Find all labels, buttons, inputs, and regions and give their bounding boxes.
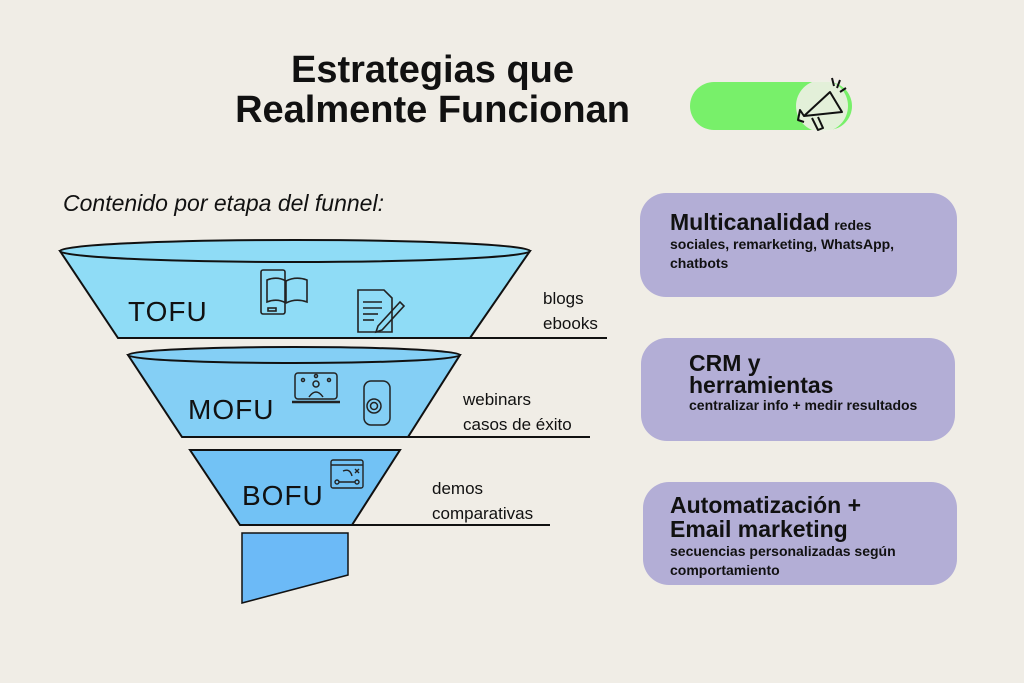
funnel-stage-tofu — [58, 239, 607, 339]
title-line-2: Realmente Funcionan — [235, 89, 630, 131]
funnel-stage-bofu — [188, 449, 550, 526]
megaphone-icon — [797, 77, 847, 131]
stage-label-mofu: MOFU — [188, 394, 275, 425]
funnel-subtitle: Contenido por etapa del funnel: — [63, 190, 384, 216]
phone-target-icon — [363, 380, 391, 426]
card-heading: Automatización + Email marketing — [670, 492, 862, 542]
card-text: secuencias personalizadas según comporta… — [670, 543, 896, 578]
icon-circle — [796, 80, 848, 132]
tofu-content: blogs ebooks — [543, 286, 598, 336]
content-item: casos de éxito — [463, 415, 572, 434]
megaphone-pill — [690, 77, 852, 132]
ebook-tablet-icon — [260, 269, 308, 315]
stage-label-bofu: BOFU — [242, 480, 324, 511]
strategy-card-automatizacion: Automatización + Email marketing secuenc… — [643, 482, 957, 585]
content-item: demos — [432, 479, 484, 498]
page-title: Estrategias que Realmente Funcionan — [200, 50, 665, 130]
content-item: ebooks — [543, 314, 598, 333]
content-item: blogs — [543, 289, 584, 308]
card-heading: CRM y herramientas — [689, 350, 834, 398]
stage-label-tofu: TOFU — [128, 296, 208, 327]
card-text: centralizar info + medir resultados — [689, 397, 918, 413]
document-pencil-icon — [357, 289, 406, 334]
card-text: redes sociales, remarketing, WhatsApp, c… — [670, 217, 895, 271]
content-item: webinars — [463, 390, 532, 409]
funnel-stem — [241, 532, 349, 604]
title-line-1: Estrategias que — [291, 49, 574, 91]
content-item: comparativas — [432, 504, 534, 523]
mofu-content: webinars casos de éxito — [463, 387, 572, 437]
funnel-diagram — [58, 239, 607, 604]
bofu-content: demos comparativas — [432, 476, 533, 526]
strategy-board-icon — [330, 459, 364, 489]
strategy-card-crm: CRM y herramientas centralizar info + me… — [641, 338, 955, 441]
funnel-stage-mofu — [126, 346, 590, 438]
strategy-card-multicanalidad: Multicanalidad redes sociales, remarketi… — [640, 193, 957, 297]
webinar-presenter-icon — [292, 372, 340, 404]
card-heading: Multicanalidad — [670, 209, 830, 235]
